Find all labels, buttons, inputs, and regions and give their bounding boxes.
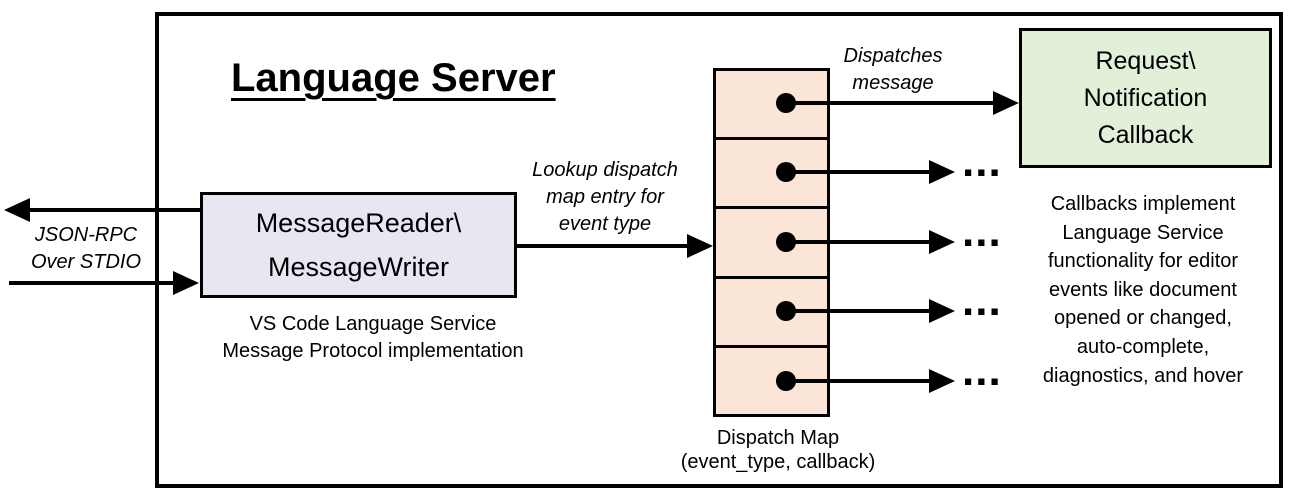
dispatches-label-line-2: message [852, 72, 934, 94]
callbacks-note-line-5: opened or changed, [1054, 307, 1232, 330]
diagram-title: Language Server [231, 56, 556, 100]
ellipsis-row-4: ... [962, 276, 1002, 325]
lookup-label-line-2: map entry for [546, 186, 664, 208]
ellipsis-row-3: ... [962, 207, 1002, 256]
reader-caption: VS Code Language Service Message Protoco… [203, 311, 543, 365]
dispatch-map-cell-1 [716, 71, 827, 137]
dispatch-map-cell-3 [716, 206, 827, 275]
callback-box-line-3: Callback [1097, 120, 1194, 149]
dispatch-map-cell-4 [716, 275, 827, 345]
io-label-line-1: JSON-RPC [34, 224, 138, 246]
lookup-label-line-1: Lookup dispatch [532, 159, 678, 181]
ellipsis-row-2: ... [962, 137, 1002, 186]
io-label-line-2: Over STDIO [30, 251, 141, 273]
message-reader-writer-box: MessageReader\ MessageWriter [200, 192, 517, 298]
reader-box-line-2: MessageWriter [267, 252, 450, 282]
lookup-label-line-3: event type [558, 213, 652, 235]
jsonrpc-stdio-label: JSON-RPC Over STDIO [16, 222, 156, 276]
lookup-label: Lookup dispatch map entry for event type [519, 157, 691, 238]
dispatch-map-label-line-2: (event_type, callback) [680, 451, 876, 473]
callbacks-note-line-6: auto-complete, [1076, 335, 1210, 358]
callbacks-note-line-7: diagnostics, and hover [1042, 364, 1244, 387]
reader-caption-line-2: Message Protocol implementation [222, 340, 524, 362]
reader-box-line-1: MessageReader\ [255, 208, 462, 238]
callback-box-line-1: Request\ [1095, 46, 1196, 75]
dispatch-map [713, 68, 830, 417]
callbacks-note-line-2: Language Service [1062, 221, 1224, 244]
dispatch-map-label-line-1: Dispatch Map [716, 427, 840, 449]
dispatch-map-cell-5 [716, 344, 827, 414]
dispatch-map-cell-2 [716, 137, 827, 206]
callback-box-line-2: Notification [1083, 83, 1208, 112]
dispatch-map-label: Dispatch Map (event_type, callback) [653, 426, 903, 474]
language-server-boundary [155, 12, 1283, 488]
callbacks-note-line-3: functionality for editor [1047, 250, 1239, 273]
arrowhead-left-icon [4, 198, 30, 222]
callbacks-note: Callbacks implement Language Service fun… [1014, 190, 1272, 390]
callbacks-note-line-4: events like document [1049, 278, 1237, 301]
dispatches-message-label: Dispatches message [818, 43, 968, 97]
reader-caption-line-1: VS Code Language Service [249, 313, 497, 335]
request-notification-callback-box: Request\ Notification Callback [1019, 28, 1272, 168]
dispatches-label-line-1: Dispatches [843, 45, 943, 67]
ellipsis-row-5: ... [962, 346, 1002, 395]
callbacks-note-line-1: Callbacks implement [1050, 193, 1236, 215]
